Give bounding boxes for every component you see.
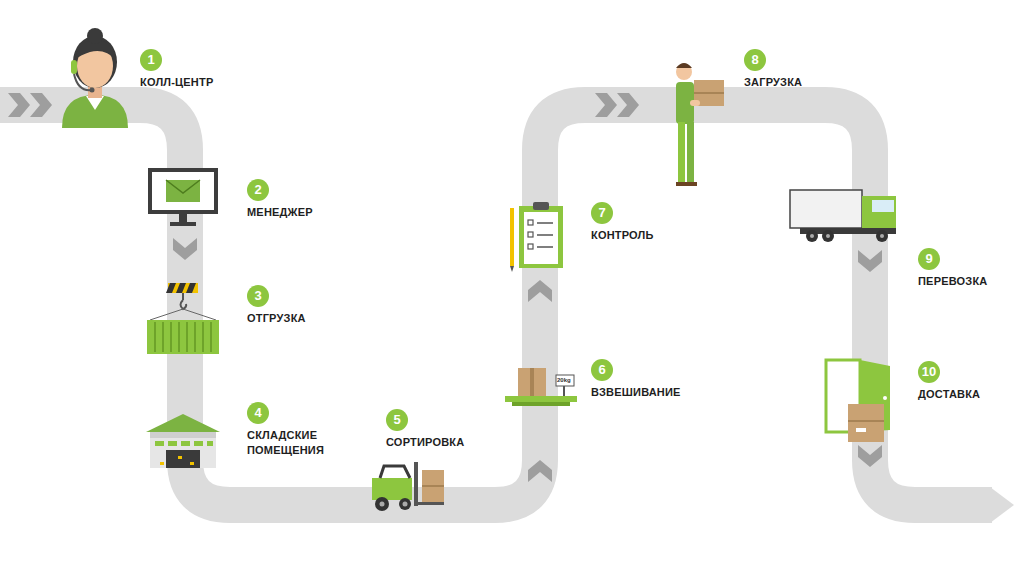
step-label: СОРТИРОВКА <box>386 435 516 450</box>
step-node: 7КОНТРОЛЬ <box>591 202 721 243</box>
step-number: 4 <box>247 402 269 424</box>
step-label: ОТГРУЗКА <box>247 311 377 326</box>
step-label: ПЕРЕВОЗКА <box>918 274 1008 289</box>
step-number: 3 <box>247 285 269 307</box>
warehouse-icon <box>146 414 220 468</box>
step-label: КОЛЛ-ЦЕНТР <box>140 75 270 90</box>
step-number: 5 <box>386 409 408 431</box>
clipboard-icon <box>510 202 563 272</box>
step-number: 2 <box>247 179 269 201</box>
step-label: ЗАГРУЗКА <box>744 75 874 90</box>
step-label: МЕНЕДЖЕР <box>247 205 377 220</box>
forklift-icon <box>372 462 444 511</box>
step-node: 6ВЗВЕШИВАНИЕ <box>591 359 721 400</box>
monitor-icon <box>148 168 218 226</box>
step-node: 1КОЛЛ-ЦЕНТР <box>140 49 270 90</box>
operator-icon <box>62 28 128 128</box>
step-label: КОНТРОЛЬ <box>591 228 721 243</box>
step-label: ДОСТАВКА <box>918 387 1008 402</box>
road-tip <box>990 487 1014 523</box>
step-node: 4СКЛАДСКИЕ ПОМЕЩЕНИЯ <box>247 402 343 458</box>
container-icon <box>147 283 219 354</box>
step-node: 3ОТГРУЗКА <box>247 285 377 326</box>
road-band <box>0 105 992 505</box>
step-number: 1 <box>140 49 162 71</box>
step-node: 9ПЕРЕВОЗКА <box>918 248 1008 289</box>
step-label: СКЛАДСКИЕ ПОМЕЩЕНИЯ <box>247 428 343 458</box>
step-number: 9 <box>918 248 940 270</box>
step-label: ВЗВЕШИВАНИЕ <box>591 385 721 400</box>
step-node: 5СОРТИРОВКА <box>386 409 516 450</box>
chevrons <box>8 93 882 482</box>
step-node: 2МЕНЕДЖЕР <box>247 179 377 220</box>
scale-icon <box>505 368 577 406</box>
step-number: 6 <box>591 359 613 381</box>
step-number: 8 <box>744 49 766 71</box>
worker-icon <box>676 63 724 186</box>
step-node: 10ДОСТАВКА <box>918 361 1008 402</box>
step-number: 7 <box>591 202 613 224</box>
step-node: 8ЗАГРУЗКА <box>744 49 874 90</box>
truck-icon <box>790 190 896 242</box>
step-number: 10 <box>918 361 940 383</box>
scale-reading: 20kg <box>557 377 571 383</box>
door-icon <box>826 360 890 442</box>
